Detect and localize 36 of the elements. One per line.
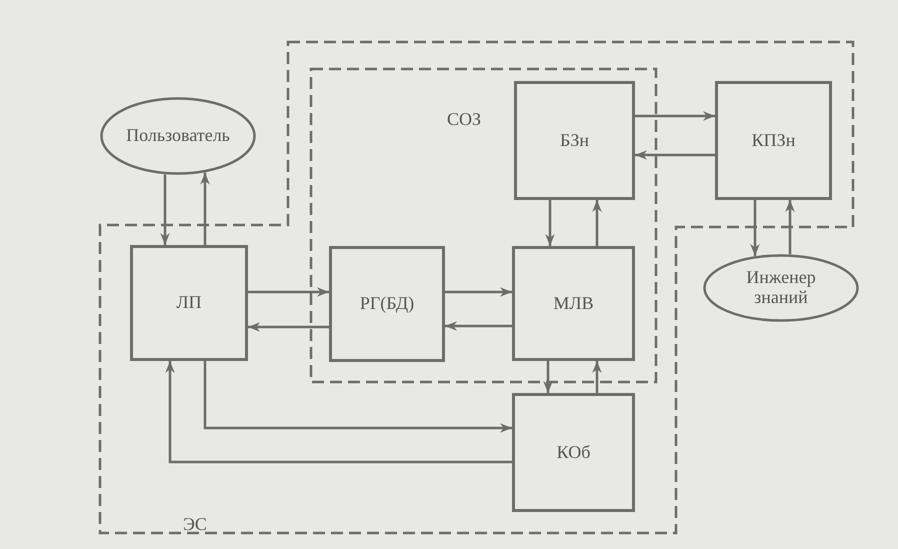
arrow bbox=[592, 200, 602, 246]
node-label: КПЗн bbox=[752, 130, 796, 150]
block-box bbox=[715, 81, 832, 200]
dashed-boundary bbox=[100, 42, 853, 533]
arrow bbox=[204, 361, 512, 433]
arrow bbox=[635, 150, 715, 160]
block-box bbox=[329, 246, 445, 362]
arrow bbox=[750, 200, 760, 256]
block-box bbox=[512, 393, 635, 512]
block-box bbox=[514, 81, 635, 200]
arrow bbox=[248, 287, 329, 297]
actor-ellipse bbox=[100, 97, 256, 175]
arrow bbox=[543, 361, 553, 393]
arrow bbox=[635, 111, 715, 121]
arrow bbox=[200, 172, 210, 245]
arrow bbox=[445, 321, 512, 331]
node-label: ЭС bbox=[183, 515, 207, 535]
dashed-boundary bbox=[311, 69, 656, 382]
arrow bbox=[592, 361, 602, 393]
arrow bbox=[165, 361, 512, 464]
arrow bbox=[160, 174, 170, 245]
arrow bbox=[445, 287, 512, 297]
node-label: ЛП bbox=[176, 293, 202, 313]
arrow bbox=[248, 322, 329, 332]
node-label: Инженер знаний bbox=[745, 268, 817, 308]
arrow bbox=[785, 200, 795, 254]
node-label: БЗн bbox=[560, 130, 589, 150]
node-label: РГ(БД) bbox=[360, 294, 414, 314]
node-label: Пользователь bbox=[125, 126, 231, 146]
actor-ellipse bbox=[703, 254, 859, 322]
arrow bbox=[545, 200, 555, 246]
node-label: МЛВ bbox=[553, 294, 594, 314]
node-label: СОЗ bbox=[447, 110, 482, 130]
block-box bbox=[512, 246, 635, 361]
node-label: КОб bbox=[556, 442, 590, 462]
block-box bbox=[130, 245, 248, 361]
